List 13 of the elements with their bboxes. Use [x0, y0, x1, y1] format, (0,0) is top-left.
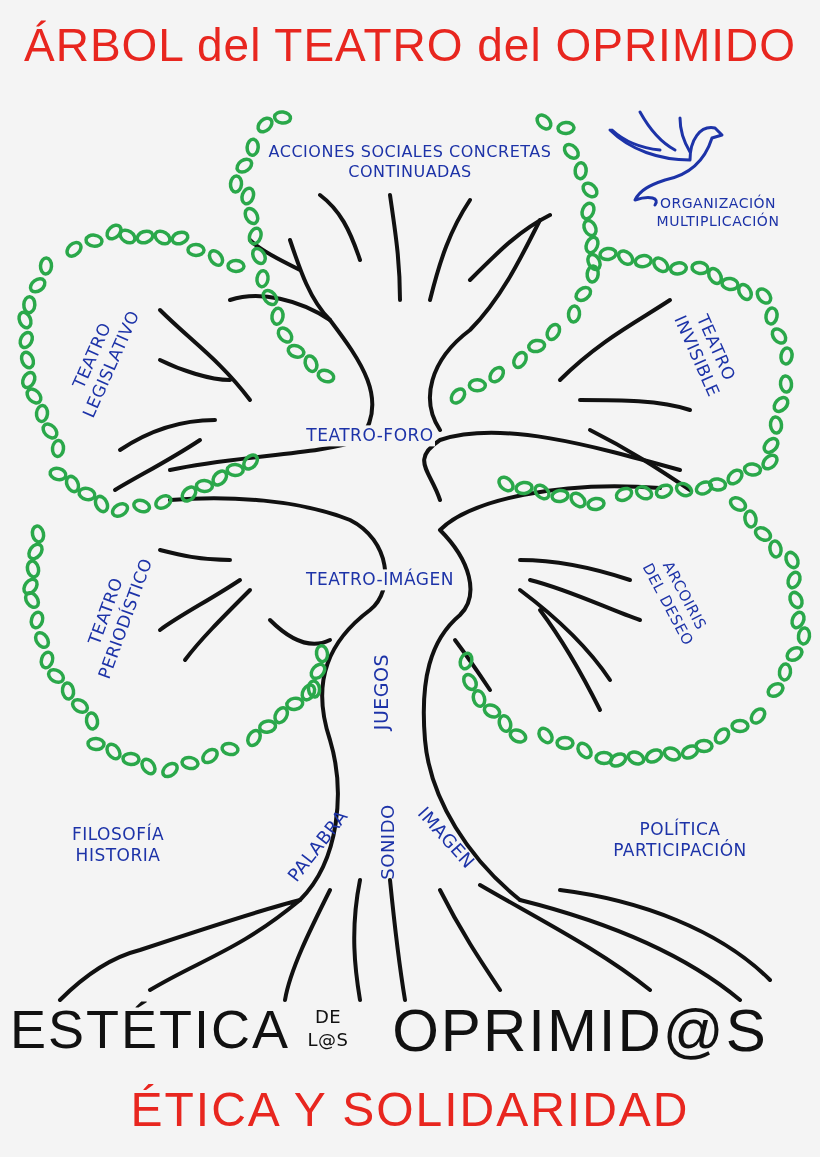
- root-label: POLÍTICA PARTICIPACIÓN: [612, 818, 748, 862]
- base-text: ESTÉTICA: [10, 998, 290, 1062]
- footer-text: ÉTICA Y SOLIDARIDAD: [129, 1082, 691, 1138]
- root-label: FILOSOFÍA HISTORIA: [70, 823, 166, 867]
- root-label: SONIDO: [376, 803, 399, 882]
- caption-text: ACCIONES SOCIALES CONCRETAS CONTINUADAS: [267, 142, 553, 182]
- trunk-label: TEATRO-IMÁGEN: [305, 569, 455, 591]
- trunk-label: JUEGOS: [370, 652, 394, 734]
- base-text: DE L@S: [306, 1005, 350, 1051]
- caption-text: ORGANIZACIÓN MULTIPLICACIÓN: [655, 194, 781, 230]
- trunk-label: TEATRO-FORO: [305, 425, 435, 447]
- title: ÁRBOL del TEATRO del OPRIMIDO: [23, 18, 797, 72]
- base-text: OPRIMID@S: [391, 995, 769, 1066]
